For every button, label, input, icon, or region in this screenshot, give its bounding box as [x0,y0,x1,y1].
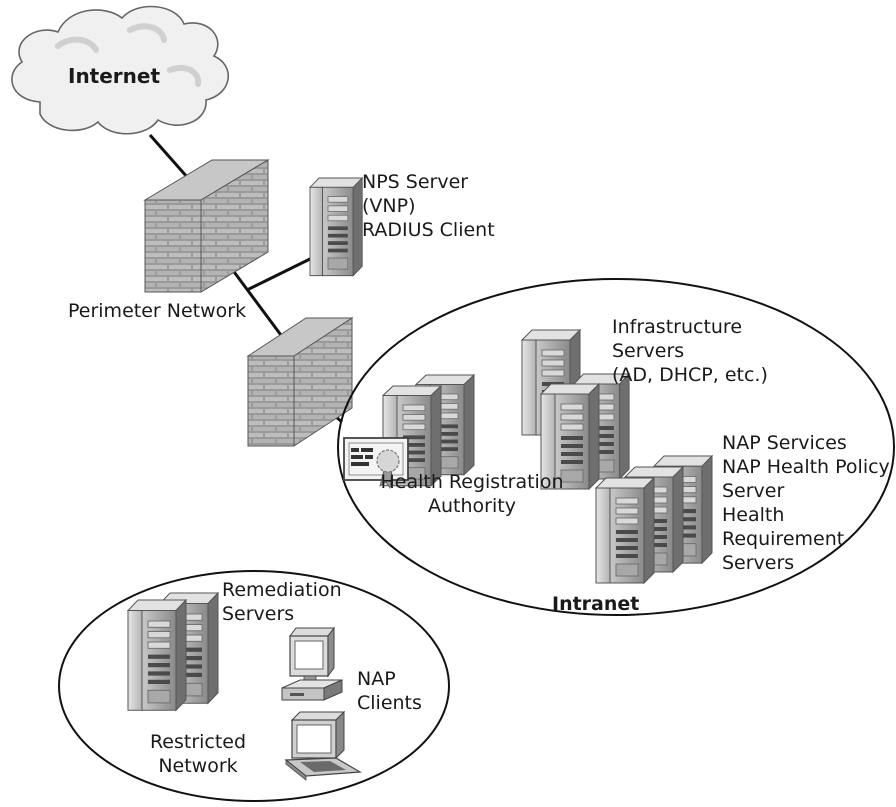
nap-services-label: NAP Services NAP Health Policy Server He… [722,431,890,575]
hra-label-line-2: Authority [428,495,516,517]
remediation-label-line-1: Remediation [222,579,342,601]
certificate-icon [343,437,409,490]
laptop-computer-icon [284,710,362,781]
nps-server-icon [309,177,363,277]
restricted-network-boundary [58,570,450,802]
nap-server-icon-3 [595,477,655,584]
restricted-label-line-1: Restricted [149,731,247,753]
nap-services-label-line-2: NAP Health Policy [722,456,890,478]
nap-services-label-line-5: Requirement [722,528,845,550]
perimeter-firewall-icon [143,159,270,293]
remediation-servers-label: Remediation Servers [222,578,342,626]
link-nps-server [246,256,313,292]
nps-server-label-line-2: (VNP) [362,195,416,217]
perimeter-network-label: Perimeter Network [68,300,247,322]
nap-services-label-line-1: NAP Services [722,432,847,454]
infrastructure-label-line-3: (AD, DHCP, etc.) [612,364,768,386]
infrastructure-label-line-2: Servers [612,340,685,362]
nap-clients-label-line-1: NAP [357,668,396,690]
restricted-network-label: Restricted Network [138,730,258,778]
infrastructure-servers-label: Infrastructure Servers (AD, DHCP, etc.) [612,315,768,387]
nap-clients-label: NAP Clients [357,667,422,715]
nps-server-label-line-1: NPS Server [362,171,469,193]
nap-clients-label-line-2: Clients [357,692,422,714]
restricted-label-line-2: Network [158,755,238,777]
nps-server-label: NPS Server (VNP) RADIUS Client [362,170,495,242]
health-registration-authority-label: Health Registration Authority [372,470,572,518]
intranet-boundary [337,278,895,616]
infrastructure-label-line-1: Infrastructure [612,316,743,338]
nap-services-label-line-3: Server [722,480,785,502]
remediation-label-line-2: Servers [222,603,295,625]
intranet-label: Intranet [552,593,640,615]
hra-label-line-1: Health Registration [380,471,564,493]
nps-server-label-line-3: RADIUS Client [362,219,495,241]
nap-services-label-line-4: Health [722,504,785,526]
internet-label: Internet [68,64,161,88]
remediation-server-icon-2 [127,599,187,711]
intranet-firewall-icon [246,317,354,447]
internet-cloud-icon [11,5,230,135]
nap-services-label-line-6: Servers [722,552,795,574]
desktop-computer-icon [281,626,343,701]
